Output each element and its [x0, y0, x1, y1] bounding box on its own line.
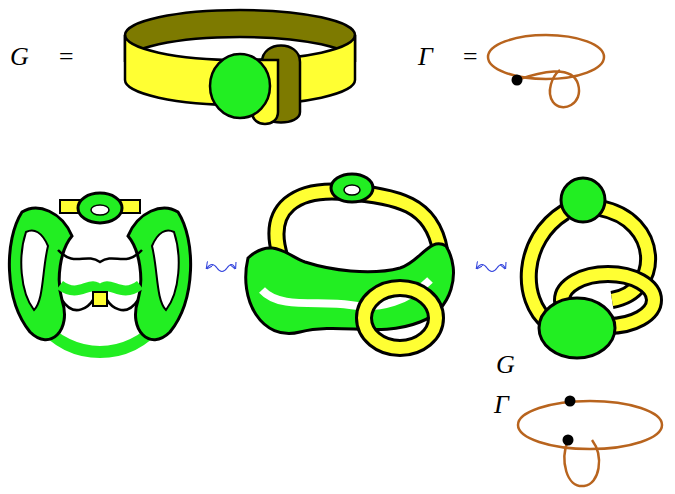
graph-label: G = — [10, 44, 75, 70]
graph-label: G — [496, 352, 515, 378]
surface-right — [529, 178, 654, 358]
surface-left — [9, 193, 190, 352]
surface-g — [125, 10, 355, 124]
move-arrow — [477, 265, 505, 272]
graph-gamma — [488, 35, 604, 107]
graph-gamma — [518, 396, 662, 487]
surface-middle — [246, 174, 454, 348]
graph-label: Γ — [494, 392, 509, 418]
move-arrow — [207, 265, 235, 272]
graph-label: Γ = — [418, 44, 479, 70]
